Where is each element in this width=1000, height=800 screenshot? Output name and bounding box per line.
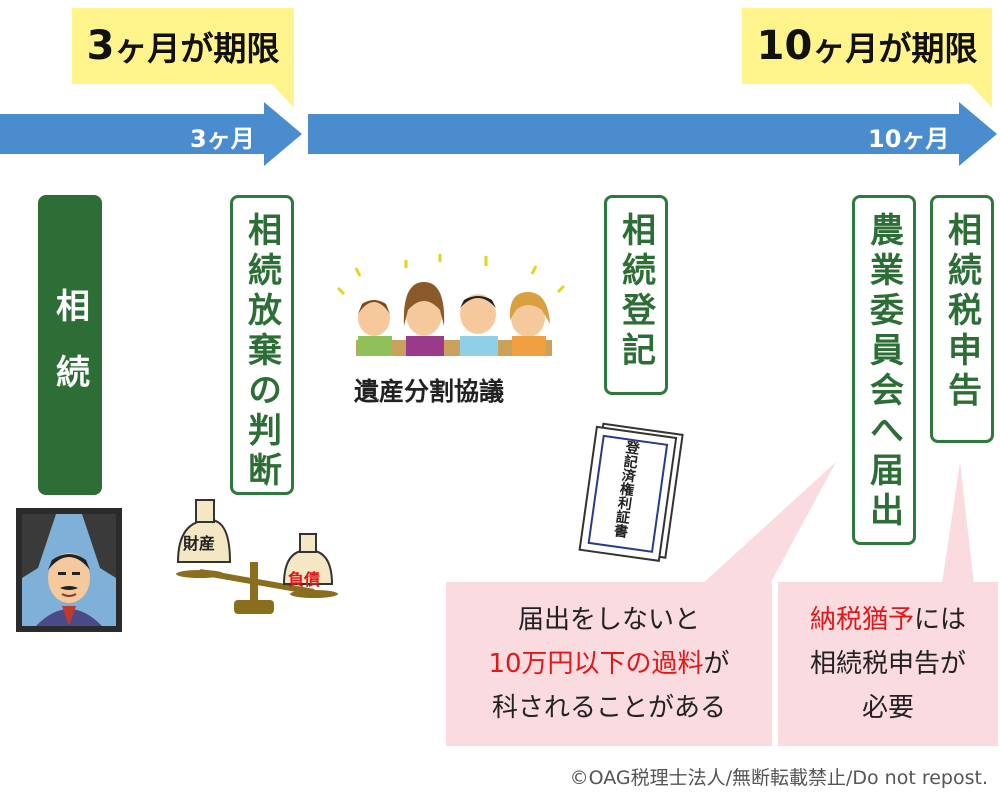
step-nougyou-label: 農業委員会へ届出 bbox=[863, 212, 904, 532]
timeline-label-10months: 10ヶ月 bbox=[868, 125, 950, 153]
timeline-arrow-second-body bbox=[308, 114, 960, 154]
note-right-line3: 必要 bbox=[861, 693, 914, 723]
step-shinkoku-label: 相続税申告 bbox=[941, 212, 982, 412]
deadline-3-text: ヶ月が期限 bbox=[114, 29, 280, 68]
step-touki-label: 相続登記 bbox=[615, 212, 656, 372]
note-right-line2: 相続税申告が bbox=[809, 649, 966, 679]
note-left-line1: 届出をしないと bbox=[517, 605, 700, 635]
family-meeting-illustration bbox=[336, 254, 566, 356]
note-left-penalty: 10万円以下の過料 bbox=[488, 649, 704, 679]
deadline-10-number: 10 bbox=[756, 23, 813, 69]
timeline-label-3months: 3ヶ月 bbox=[190, 125, 255, 153]
note-nougyou-penalty: 届出をしないと 10万円以下の過料が 科されることがある bbox=[446, 582, 772, 746]
step-touki: 相続登記 bbox=[604, 195, 668, 395]
copyright-footer: ©OAG税理士法人/無断転載禁止/Do not repost. bbox=[569, 767, 988, 789]
note-right-line1: 納税猶予には bbox=[778, 598, 998, 642]
note-left-line2-tail: が bbox=[703, 649, 730, 679]
note-right-deferral: 納税猶予 bbox=[809, 605, 914, 635]
certificate-illustration bbox=[578, 422, 684, 562]
scale-illustration bbox=[176, 499, 338, 614]
step-souzoku-label: 相続 bbox=[49, 288, 90, 420]
portrait-illustration bbox=[16, 508, 122, 632]
note-left-line2: 10万円以下の過料が bbox=[446, 642, 772, 686]
timeline-arrow-first-head bbox=[264, 102, 302, 166]
step-shinkoku: 相続税申告 bbox=[930, 195, 994, 443]
scale-asset-label: 財産 bbox=[183, 534, 216, 553]
note-left-line3: 科されることがある bbox=[491, 693, 726, 723]
scale-debt-label: 負債 bbox=[288, 570, 321, 589]
deadline-10-text: ヶ月が期限 bbox=[812, 29, 978, 68]
note-right-line1-tail: には bbox=[914, 605, 967, 635]
step-souzoku: 相続 bbox=[38, 195, 102, 495]
timeline-arrow-second-head bbox=[959, 102, 997, 166]
step-houki: 相続放棄の判断 bbox=[230, 195, 294, 495]
caption-bunkatsu: 遺産分割協議 bbox=[354, 377, 505, 406]
step-houki-label: 相続放棄の判断 bbox=[241, 212, 282, 492]
step-nougyou: 農業委員会へ届出 bbox=[852, 195, 916, 545]
timeline-arrow-first-body bbox=[0, 114, 265, 154]
note-shinkoku-deferral: 納税猶予には 相続税申告が 必要 bbox=[778, 582, 998, 746]
deadline-3-number: 3 bbox=[86, 23, 115, 69]
